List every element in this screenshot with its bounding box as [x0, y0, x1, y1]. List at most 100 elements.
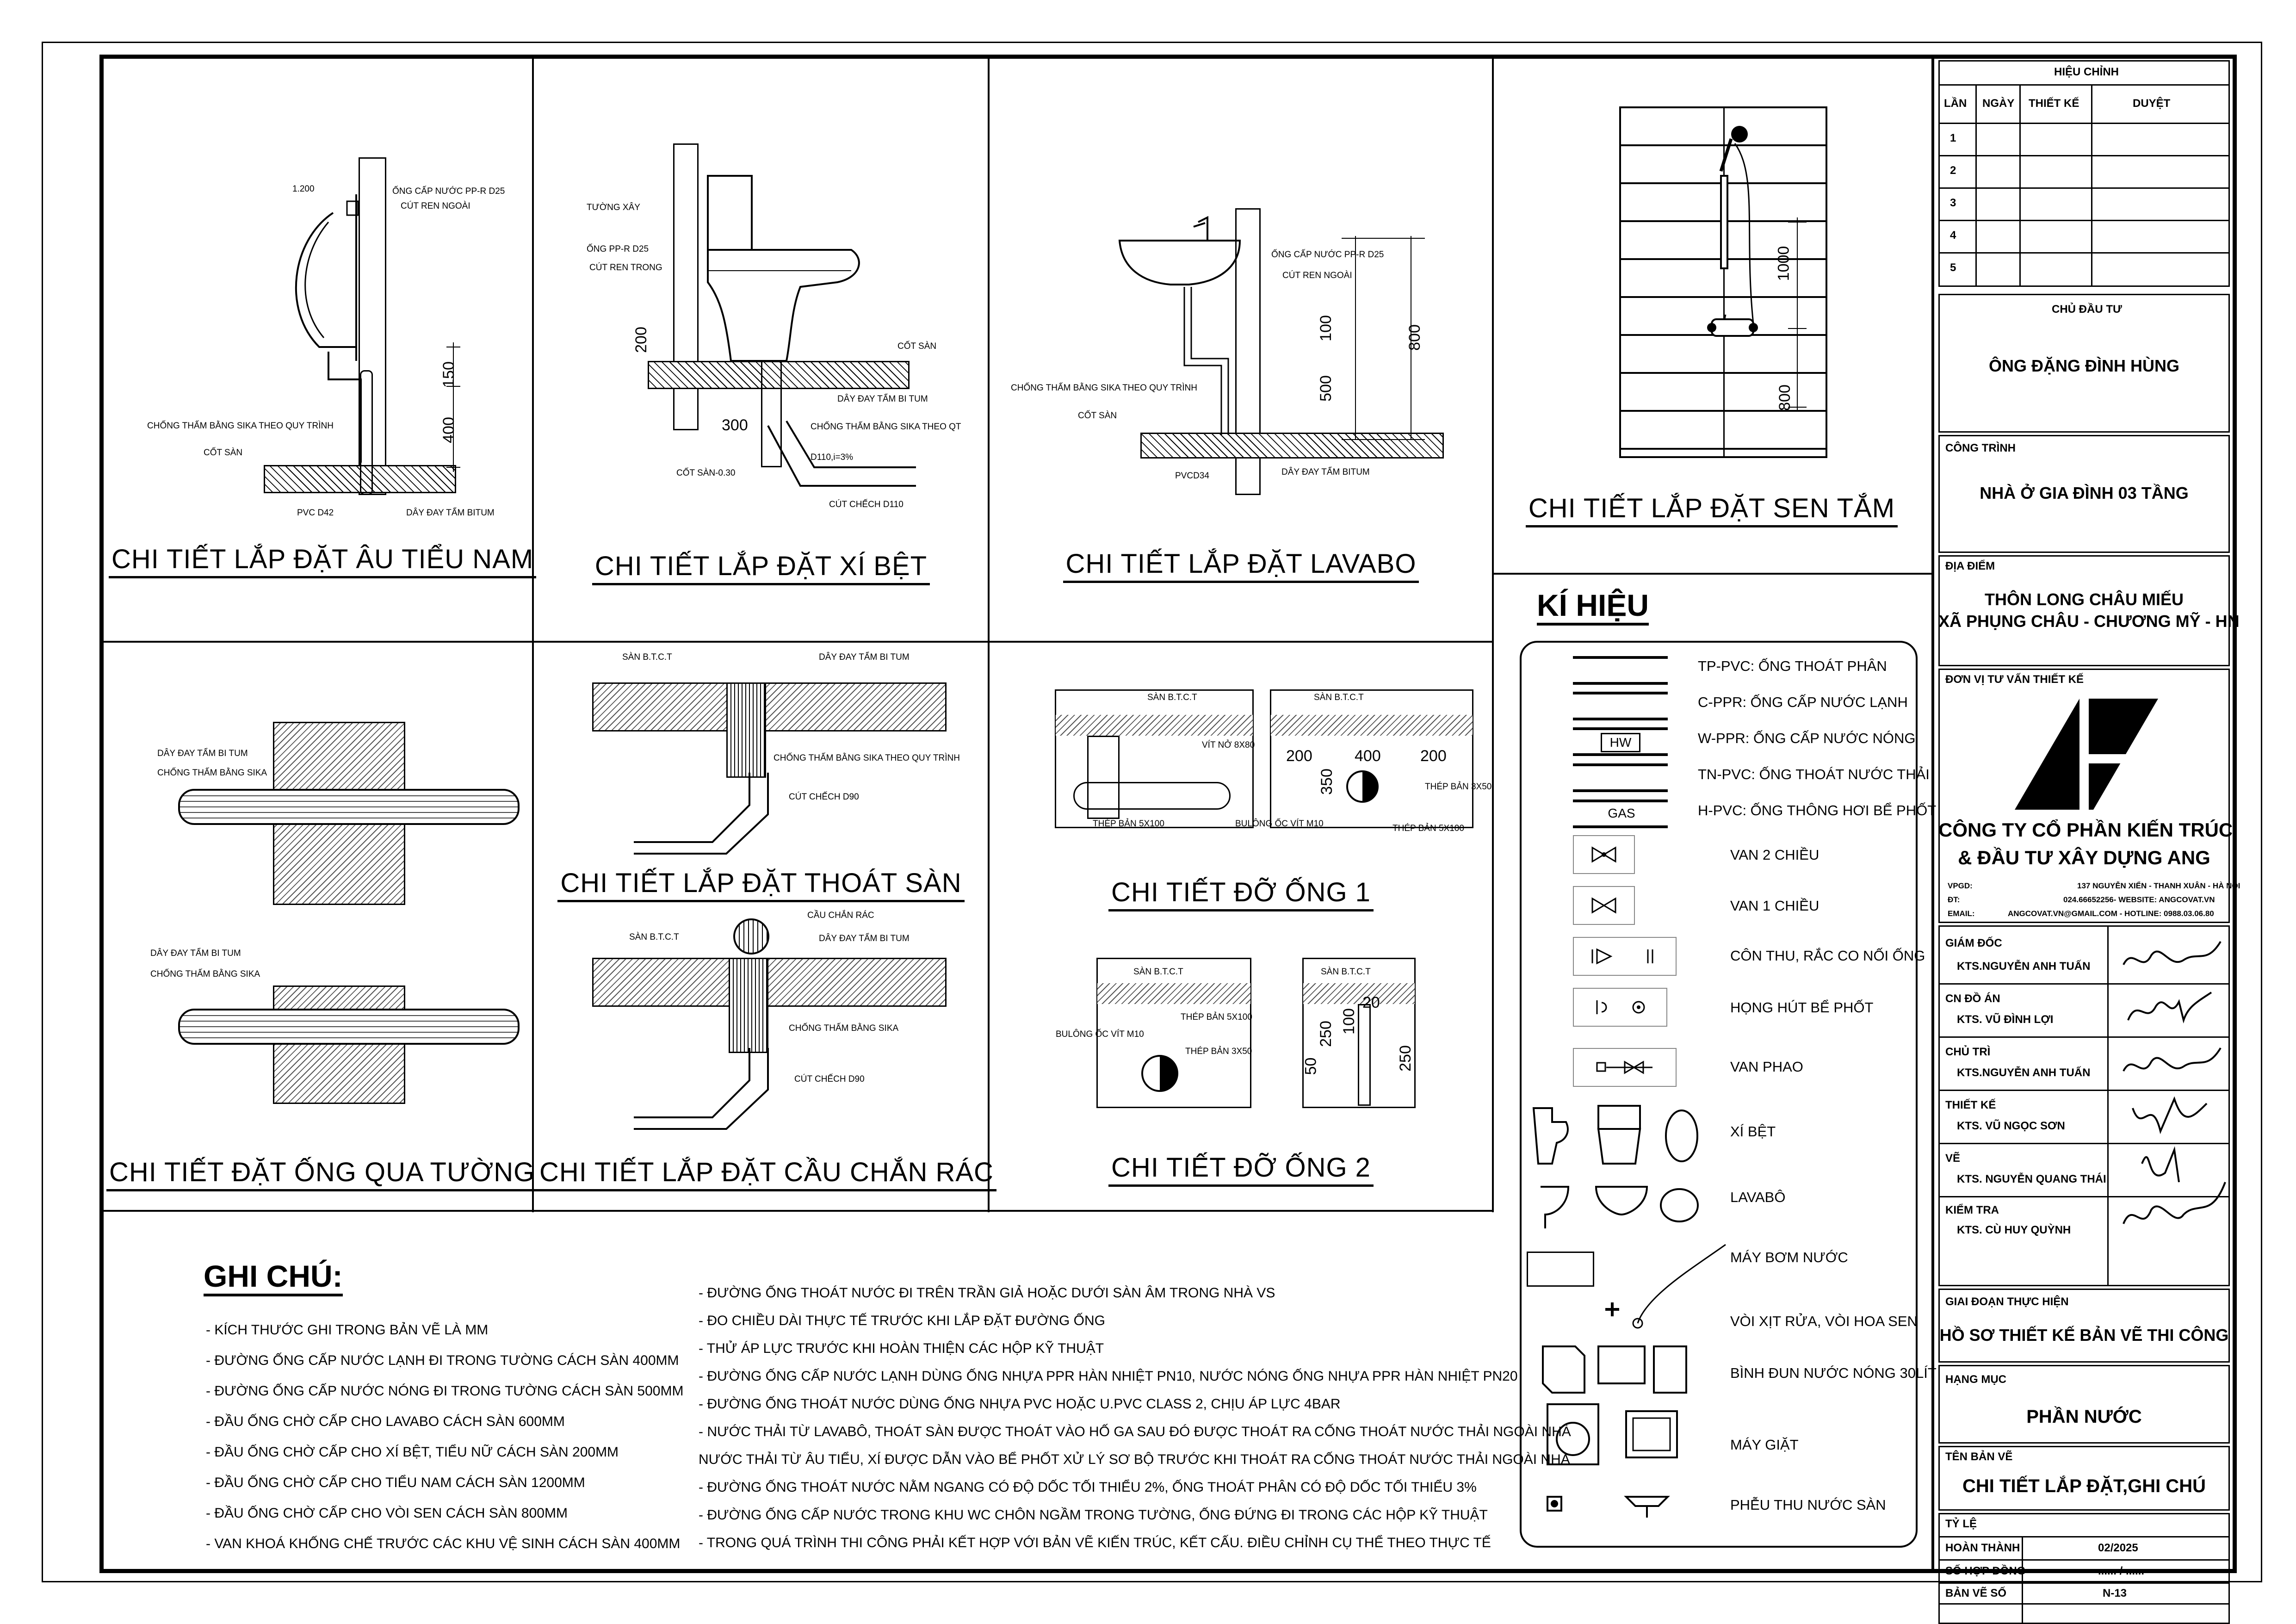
label-elbow: CÚT CHẾCH D90 [794, 1074, 865, 1084]
label-elbow: CÚT CHẾCH D110 [829, 500, 904, 509]
label-seal: CHỐNG THẤM BẰNG SIKA [157, 768, 267, 778]
person-role: VẼ [1945, 1152, 1961, 1165]
revision-title: HIỆU CHỈNH [2054, 66, 2119, 78]
label-seal: CHỐNG THẤM BẰNG SIKA THEO QUY TRÌNH [1011, 383, 1197, 393]
project-name: NHÀ Ở GIA ĐÌNH 03 TẦNG [1980, 483, 2189, 502]
note-item: - ĐƯỜNG ỐNG THOÁT NƯỚC DÙNG ỐNG NHỰA PVC… [699, 1396, 1341, 1412]
label-bitum: DÂY ĐAY TẨM BI TUM [150, 948, 241, 958]
pipe-circle [1346, 770, 1379, 803]
gas-tag: GAS [1601, 805, 1642, 822]
note-item: - VAN KHOÁ KHỐNG CHẾ TRƯỚC CÁC KHU VỆ SI… [206, 1536, 681, 1551]
note-item: - THỬ ÁP LỰC TRƯỚC KHI HOÀN THIỆN CÁC HỘ… [699, 1341, 1104, 1356]
label-screw: VÍT NỞ 8X80 [1202, 740, 1255, 750]
note-item: - ĐƯỜNG ỐNG CẤP NƯỚC NÓNG ĐI TRONG TƯỜNG… [206, 1383, 684, 1399]
label-bolt: BULÔNG ỐC VÍT M10 [1056, 1029, 1144, 1039]
pipe [178, 1009, 520, 1045]
project-label: CÔNG TRÌNH [1945, 442, 2016, 454]
floor-slab [592, 682, 947, 731]
email-label: EMAIL: [1948, 909, 1975, 918]
vpgd-label: VPGD: [1948, 881, 1973, 890]
pipe-circle [1141, 1055, 1178, 1092]
company-logo [2015, 699, 2158, 810]
phase-cell [1938, 1289, 2230, 1363]
legend-label: MÁY GIẶT [1730, 1437, 1799, 1453]
owner-cell [1938, 294, 2230, 433]
legend-label: TN-PVC: ỐNG THOÁT NƯỚC THẢI [1698, 766, 1930, 782]
email: ANGCOVAT.VN@GMAIL.COM - HOTLINE: 0988.03… [2008, 909, 2214, 918]
label-seal: CHỐNG THẤM BẰNG SIKA [789, 1023, 899, 1033]
note-item: - ĐƯỜNG ỐNG CẤP NƯỚC LẠNH ĐI TRONG TƯỜNG… [206, 1353, 679, 1368]
check-valve-icon [1573, 886, 1635, 925]
person-role: CHỦ TRÌ [1945, 1046, 1991, 1058]
label-slab: SÀN B.T.C.T [1133, 967, 1183, 977]
trash-cap [733, 918, 769, 955]
hw-tag: HW [1601, 733, 1640, 752]
sloped-pipe [767, 420, 916, 487]
label-1200: 1.200 [292, 184, 315, 194]
scale-label: TỶ LỆ [1945, 1518, 1977, 1530]
label-plate3: THÉP BẢN 5X100 [1392, 824, 1464, 833]
label-pipe: ỐNG PP-R D25 [587, 244, 649, 254]
dim-lines [446, 342, 460, 472]
person-name: KTS. CÙ HUY QUỲNH [1957, 1224, 2071, 1236]
note-item: - ĐẦU ỐNG CHỜ CẤP CHO LAVABO CÁCH SÀN 60… [206, 1414, 565, 1429]
detail-title: CHI TIẾT ĐỠ ỐNG 1 [992, 877, 1490, 911]
legend-title: KÍ HIỆU [1537, 588, 1649, 626]
label-plate: THÉP BẢN 5X100 [1181, 1012, 1252, 1022]
location-line2: XÃ PHỤNG CHÂU - CHƯƠNG MỸ - HN [1938, 612, 2240, 631]
location-label: ĐỊA ĐIỂM [1945, 560, 1995, 572]
pipe [178, 789, 520, 825]
pipe-h [1073, 782, 1231, 810]
float-valve-icon [1573, 1048, 1677, 1087]
label-bitum: DÂY ĐAY TẨM BITUM [1281, 467, 1370, 477]
detail-title: CHI TIẾT LẮP ĐẶT THOÁT SÀN [537, 868, 985, 902]
label-plate: THÉP BẢN 5X100 [1093, 819, 1164, 829]
legend-label: XÍ BỆT [1730, 1123, 1776, 1140]
sheet-border [42, 42, 2262, 1582]
hanger [1358, 1004, 1371, 1106]
dim-50: 50 [1302, 1057, 1320, 1075]
label-bolt: BULÔNG ỐC VÍT M10 [1235, 819, 1324, 829]
detail-title: CHI TIẾT LẮP ĐẶT SEN TẮM [1494, 493, 1929, 527]
floor-drain-icon [1547, 1496, 1670, 1518]
sheet-name-label: TÊN BẢN VẼ [1945, 1450, 2013, 1463]
grid-line [103, 1210, 1493, 1212]
phase-label: GIAI ĐOẠN THỰC HIỆN [1945, 1295, 2069, 1308]
owner-label: CHỦ ĐẦU TƯ [2052, 303, 2122, 316]
drain-pipe [761, 361, 782, 467]
dim-1000: 1000 [1775, 246, 1793, 281]
grid-line [532, 58, 534, 1212]
dim-200b: 200 [1420, 747, 1447, 765]
wall [1235, 208, 1261, 495]
note-item: - ĐẦU ỐNG CHỜ CẤP CHO XÍ BỆT, TIỂU NỮ CÁ… [206, 1444, 619, 1460]
legend-label: VÒI XỊT RỬA, VÒI HOA SEN [1730, 1313, 1918, 1329]
dim-350: 350 [1318, 769, 1336, 795]
label-d110: D110,i=3% [811, 452, 854, 462]
item: PHẦN NƯỚC [2026, 1407, 2142, 1427]
label-pvc: PVCD34 [1175, 471, 1209, 481]
label-floor2: CỐT SÀN-0.30 [676, 468, 736, 478]
person-role: GIÁM ĐỐC [1945, 937, 2002, 949]
person-name: KTS.NGUYỄN ANH TUẤN [1957, 960, 2091, 973]
slab [1097, 983, 1250, 1004]
slab [1271, 715, 1473, 736]
note-item: - NƯỚC THẢI TỪ LAVABÔ, THOÁT SÀN ĐƯỢC TH… [699, 1424, 1571, 1439]
dt-label: ĐT: [1948, 895, 1960, 904]
sheet-name: CHI TIẾT LẮP ĐẶT,GHI CHÚ [1962, 1476, 2206, 1496]
label-pipe: ỐNG CẤP NƯỚC PP-R D25 [392, 186, 505, 196]
elbow [634, 1048, 769, 1130]
label-slab: SÀN B.T.C.T [1147, 693, 1197, 702]
rev-row: 3 [1950, 197, 1956, 209]
pipe-h-icon: GAS [1573, 800, 1668, 828]
project-cell [1938, 435, 2230, 553]
dt: 024.66652256- WEBSITE: ANGCOVAT.VN [2063, 895, 2215, 904]
pump-icon [1527, 1252, 1594, 1287]
label-bitum: DÂY ĐAY TẨM BITUM [406, 508, 495, 518]
label-bitum: DÂY ĐAY TẨM BI TUM [819, 934, 910, 943]
dim-200a: 200 [1286, 747, 1312, 765]
legend-label: VAN PHAO [1730, 1059, 1803, 1075]
pipe-w-icon: HW [1573, 727, 1668, 756]
detail-title: CHI TIẾT ĐỠ ỐNG 2 [992, 1152, 1490, 1187]
label-floor: CỐT SÀN [1078, 411, 1117, 421]
drawing-frame [99, 55, 2237, 1573]
